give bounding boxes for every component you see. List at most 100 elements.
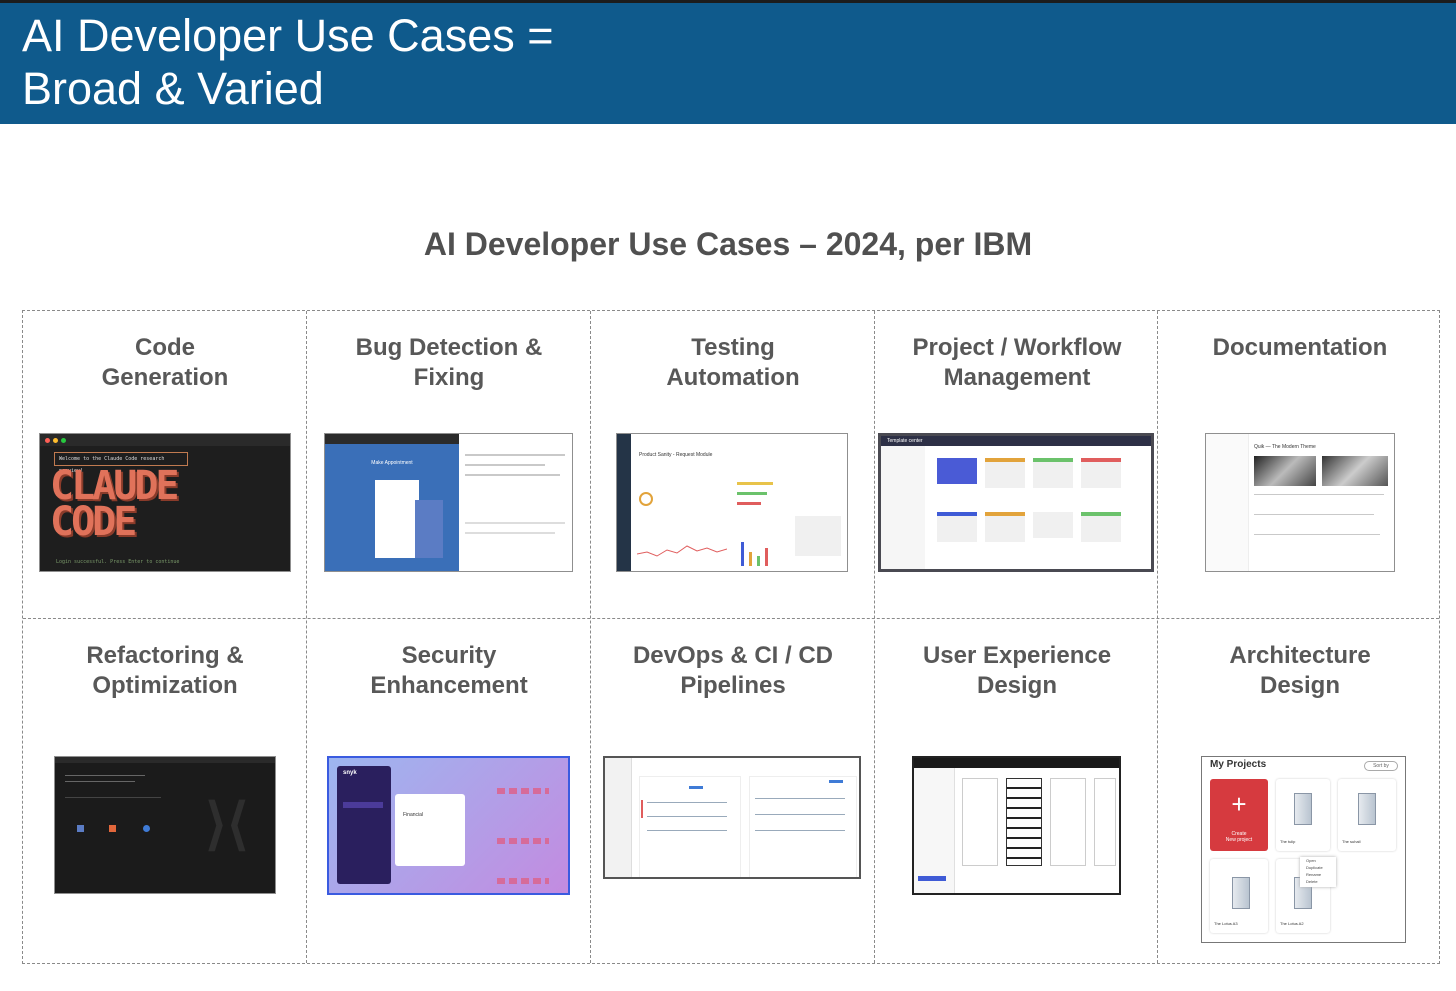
close-dot-icon (45, 438, 50, 443)
primary-button (918, 876, 946, 881)
building-icon (1358, 793, 1376, 825)
grid-divider (23, 618, 1439, 619)
top-edge (0, 0, 1456, 3)
top-bar (881, 436, 1151, 446)
design-toolbar (914, 758, 1119, 768)
hero-image (1322, 456, 1388, 486)
devtools-line (465, 474, 560, 476)
dialog-title: Make Appointment (371, 460, 413, 466)
testing-screenshot: Product Sanity - Request Module (616, 433, 848, 572)
refactoring-screenshot: ⟩⟨ (54, 756, 276, 894)
menu-item-rename[interactable]: Rename (1306, 872, 1322, 877)
snyk-logo: snyk (343, 770, 357, 776)
template-thumb (1033, 512, 1073, 538)
menu-item-delete[interactable]: Delete (1306, 879, 1318, 884)
grid-divider (306, 311, 307, 963)
org-item-financial: Financial (403, 812, 424, 818)
text-line (647, 816, 727, 817)
text-line (647, 830, 727, 831)
shield-icon (77, 825, 84, 832)
text-line (65, 775, 145, 776)
cell-testing-automation: Testing Automation Product Sanity - Requ… (591, 311, 875, 618)
vscode-logo-icon: ⟩⟨ (205, 792, 249, 855)
project-card[interactable]: The suhail (1338, 779, 1396, 851)
template-thumb (1081, 458, 1121, 488)
cell-title: Bug Detection & Fixing (355, 334, 543, 391)
project-screenshot: Template center (878, 433, 1154, 572)
chart-bar (757, 556, 760, 566)
devtools-line (465, 464, 545, 466)
building-icon (1294, 793, 1312, 825)
docs-header: Quik — The Modern Theme (1254, 444, 1316, 450)
template-thumb (937, 512, 977, 542)
title-banner: AI Developer Use Cases = Broad & Varied (0, 3, 1456, 124)
cell-title: Security Enhancement (370, 642, 528, 699)
project-name: The Lotus A3 (1214, 921, 1238, 926)
text-line (1254, 534, 1380, 535)
cell-title: User Experience Design (922, 642, 1112, 699)
minimize-dot-icon (53, 438, 58, 443)
devtools-line (465, 532, 555, 534)
cell-title: DevOps & CI / CD Pipelines (632, 642, 834, 699)
chart-bar (741, 542, 744, 566)
severity-badges (497, 878, 549, 884)
plus-icon: + (1231, 789, 1247, 819)
template-thumb (985, 512, 1025, 542)
documentation-screenshot: Quik — The Modern Theme (1205, 433, 1395, 572)
cell-code-generation: Code Generation Welcome to the Claude Co… (23, 311, 307, 618)
severity-badges (497, 838, 549, 844)
devtools-line (465, 522, 565, 524)
mobile-frame (962, 778, 998, 866)
cell-title: Refactoring & Optimization (86, 642, 244, 699)
layers-panel (914, 768, 955, 893)
claude-code-screenshot: Welcome to the Claude Code research prev… (39, 433, 291, 572)
cell-title: Architecture Design (1229, 642, 1371, 699)
context-menu: Open Duplicate Rename Delete (1300, 857, 1336, 887)
mobile-frame (1094, 778, 1116, 866)
cell-refactoring: Refactoring & Optimization ⟩⟨ (23, 619, 307, 926)
project-card[interactable]: The tulip (1276, 779, 1330, 851)
devtools-line (465, 454, 565, 456)
editor-titlebar (55, 757, 275, 763)
grid-divider (874, 311, 875, 963)
template-thumb (937, 458, 977, 484)
sort-button[interactable]: Sort by (1364, 761, 1398, 771)
sidebar-item-selected (343, 802, 383, 808)
chart-bar (737, 492, 767, 495)
status-badge (689, 786, 703, 789)
text-line (755, 830, 845, 831)
cell-title: Documentation (1212, 334, 1388, 361)
cell-bug-detection: Bug Detection & Fixing Make Appointment (307, 311, 591, 618)
slide-subtitle: AI Developer Use Cases – 2024, per IBM (423, 226, 1033, 262)
project-name: The Lotus A2 (1280, 921, 1304, 926)
menu-item-open[interactable]: Open (1306, 858, 1316, 863)
chart-bar (765, 548, 768, 566)
org-dropdown (395, 794, 465, 866)
bug-detection-screenshot: Make Appointment (324, 433, 573, 572)
hero-image (1254, 456, 1316, 486)
chart-bar (737, 482, 773, 485)
building-icon (1232, 877, 1250, 909)
docs-sidebar (1206, 434, 1249, 571)
line-chart (637, 545, 727, 557)
create-project-card[interactable]: + Create New project (1210, 779, 1268, 851)
severity-badges (497, 788, 549, 794)
text-line (1254, 514, 1374, 515)
status-badge (829, 780, 843, 783)
project-card[interactable]: The Lotus A3 (1210, 859, 1268, 933)
terminal-footer: Login successful. Press Enter to continu… (56, 559, 180, 565)
pipeline-column (639, 776, 741, 877)
devops-screenshot (603, 756, 861, 879)
use-case-grid: Code Generation Welcome to the Claude Co… (22, 310, 1440, 964)
extension-icon (143, 825, 150, 832)
welcome-box: Welcome to the Claude Code research prev… (54, 452, 188, 474)
mobile-frame (1006, 778, 1042, 866)
chart-bar (737, 502, 761, 505)
template-header: Template center (887, 438, 923, 444)
terminal-titlebar (40, 434, 290, 446)
template-sidebar (881, 446, 925, 569)
cell-title: Testing Automation (666, 334, 800, 391)
progress-ring (639, 492, 653, 506)
menu-item-duplicate[interactable]: Duplicate (1306, 865, 1323, 870)
cell-documentation: Documentation Quik — The Modern Theme (1158, 311, 1442, 618)
